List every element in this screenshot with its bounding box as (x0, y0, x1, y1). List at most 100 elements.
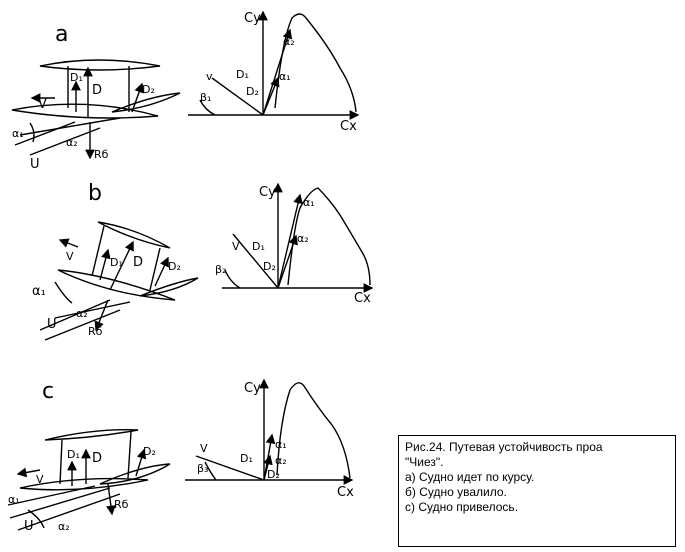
panel-b-alpha2-label: α₂ (76, 307, 88, 320)
panel-c-alpha1-label: α₁ (8, 493, 20, 506)
panel-c-cx-label: Cx (337, 485, 354, 500)
panel-c-polar-v-label: V (200, 442, 208, 455)
panel-b-polar-curve (287, 187, 371, 286)
panel-b-v-arrow (58, 238, 79, 248)
panel-c-main-hull (19, 477, 149, 491)
panel-a-flow-line-1 (14, 121, 76, 146)
panel-b-d-label: D (133, 255, 143, 270)
panel-a-d2-label: D₂ (142, 83, 155, 96)
panel-a-cy-label: Cy (244, 11, 261, 26)
panel-a-polar-v-label: v (206, 70, 213, 83)
panel-b-polar-v-label: V (232, 240, 240, 253)
panel-a-d1-label: D₁ (70, 71, 83, 84)
panel-b-polar: Cy Cx α₁ α₂ D₁ D₂ V β₂ (215, 182, 374, 306)
panel-b-polar-d2-label: D₂ (263, 260, 276, 273)
figure-caption-box: Рис.24. Путевая устойчивость проа "Чиез"… (398, 435, 676, 547)
panel-b-cx-label: Cx (354, 291, 371, 306)
panel-b-u-label: U (47, 317, 57, 332)
panel-c-flow-line-3 (7, 485, 96, 506)
panel-b-alpha-arc (54, 281, 73, 304)
panel-a-polar-vector-d1 (262, 28, 293, 116)
panel-b-polar-d1-label: D₁ (252, 240, 265, 253)
panel-c: c V U D D₁ D₂ α₁ α₂ Rб (7, 379, 171, 534)
panel-a-polar-vector-d2 (262, 76, 280, 116)
panel-a-sail (39, 59, 161, 71)
panel-a-alpha-arc (29, 122, 35, 143)
panel-b-float (139, 277, 199, 297)
panel-b-polar-alpha1-label: α₁ (303, 196, 315, 209)
panel-a-flow-line-2 (29, 127, 101, 156)
panel-c-polar-wind-line (195, 455, 265, 481)
panel-c-polar-d2-label: D₂ (267, 468, 280, 481)
panel-c-polar: Cy Cx α₁ α₂ D₁ D₂ V β₃ (185, 378, 354, 500)
panel-a-polar-alpha1-label: α₁ (279, 70, 291, 83)
panel-b-mast-left (91, 225, 105, 277)
panel-b-beta-arc (224, 269, 241, 289)
panel-c-polar-curve (276, 382, 351, 479)
panel-a-polar-alpha2-label: α₂ (283, 35, 295, 48)
panel-c-flow-line-1 (9, 487, 111, 519)
panel-b-v-label: V (66, 250, 74, 263)
panel-c-force-r-arrow (106, 483, 116, 516)
panel-a-flow-line-3 (19, 117, 121, 136)
panel-c-beta-arc (204, 461, 217, 481)
panel-a-polar-d1-label: D₁ (236, 68, 249, 81)
panel-c-polar-alpha1-label: α₁ (275, 438, 287, 451)
panel-c-d2-label: D₂ (143, 445, 156, 458)
panel-c-alpha-arc (27, 509, 45, 529)
panel-b-force-d1-arrow (99, 248, 111, 281)
panel-c-sail (44, 429, 139, 441)
panel-b-d1-label: D₁ (110, 256, 123, 269)
panel-a-force-d2-arrow (131, 82, 144, 113)
panel-b-force-d-arrow (109, 240, 134, 291)
panel-c-polar-d1-label: D₁ (240, 452, 253, 465)
caption-line-4: б) Судно увалило. (405, 485, 507, 499)
panel-c-flow-line-2 (17, 493, 121, 531)
panel-b-sail (97, 221, 171, 249)
panel-b-r-label: Rб (88, 325, 103, 338)
panel-c-alpha2-label: α₂ (58, 520, 70, 533)
panel-a-letter: a (55, 22, 68, 47)
panel-c-mast-left (59, 439, 63, 485)
panel-a-polar-curve (274, 13, 357, 113)
panel-b-polar-alpha2-label: α₂ (297, 232, 309, 245)
panel-a-alpha1-label: α₁ (12, 127, 24, 140)
panel-c-r-label: Rб (114, 498, 129, 511)
panel-a-polar-wind-line (211, 77, 264, 116)
panel-c-float (99, 463, 171, 485)
caption-line-3: а) Судно идет по курсу. (405, 470, 535, 484)
panel-b-flow-line-2 (44, 309, 121, 341)
panel-b-polar-wind-line (232, 233, 279, 289)
panel-c-u-label: U (24, 519, 34, 534)
panel-c-force-d2-arrow (135, 448, 147, 477)
caption-line-5: с) Судно привелось. (405, 500, 519, 514)
panel-b-flow-line-3 (54, 301, 131, 319)
panel-a-v-label: V (38, 97, 47, 112)
panel-a-d-label: D (92, 83, 102, 98)
panel-c-beta-label: β₃ (197, 462, 208, 475)
panel-b-alpha1-label: α₁ (32, 284, 46, 299)
panel-b-force-d2-arrow (154, 256, 169, 287)
panel-b-mast-right (149, 247, 161, 291)
panel-a-beta-label: β₁ (200, 91, 211, 104)
caption-line-1: Рис.24. Путевая устойчивость проа (405, 440, 603, 454)
panel-a-cx-label: Cx (340, 119, 357, 134)
panel-c-letter: c (42, 379, 54, 404)
panel-a-alpha2-label: α₂ (66, 136, 78, 149)
panel-a: a V U D D₁ D₂ α₁ α₂ Rб (11, 22, 181, 172)
panel-c-polar-vector-d2 (263, 454, 273, 481)
panel-c-v-label: V (36, 473, 44, 486)
panel-a-u-label: U (30, 157, 40, 172)
panel-a-beta-arc (199, 99, 216, 116)
panel-b-cy-label: Cy (259, 185, 276, 200)
panel-b-polar-vector-d2 (277, 234, 298, 289)
panel-c-mast-right (127, 431, 132, 479)
panel-c-v-arrow (16, 467, 41, 478)
panel-b-force-r-arrow (94, 299, 109, 332)
panel-a-r-label: Rб (94, 148, 109, 161)
panel-c-d-label: D (92, 451, 102, 466)
panel-b: b V U D D₁ D₂ α₁ α₂ Rб (32, 181, 199, 341)
panel-b-flow-line-1 (39, 299, 111, 331)
panel-a-polar: Cy Cx α₂ α₁ D₁ D₂ v β₁ (188, 10, 360, 134)
